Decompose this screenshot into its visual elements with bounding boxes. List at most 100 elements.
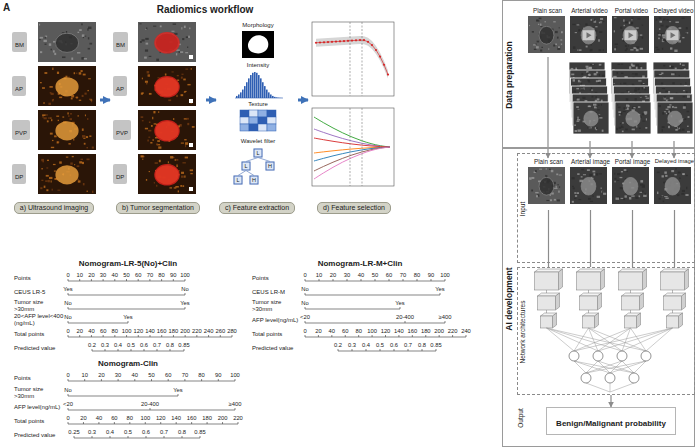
speckle	[577, 117, 578, 119]
texture-cell	[258, 117, 267, 124]
speckle	[175, 159, 176, 161]
speckle	[86, 136, 88, 138]
speckle	[639, 92, 640, 93]
speckle	[160, 25, 162, 27]
error-band	[316, 36, 388, 78]
speckle	[535, 170, 537, 172]
speckle	[589, 174, 592, 176]
axis-tick	[91, 279, 92, 281]
speckle	[181, 27, 182, 29]
speckle	[88, 37, 89, 39]
speckle	[601, 104, 602, 106]
speckle	[687, 95, 690, 97]
speckle	[181, 176, 184, 178]
histogram-bar	[242, 90, 244, 98]
speckle	[548, 48, 549, 49]
speckle	[555, 31, 558, 33]
axis-name: CEUS LR-M	[252, 289, 285, 296]
dense-link	[622, 328, 673, 351]
speckle	[39, 39, 41, 40]
axis-name: Predicted value	[14, 432, 55, 439]
histogram-bar	[254, 72, 256, 98]
image-marker	[189, 187, 193, 191]
speckle	[191, 68, 192, 69]
axis-value: 80	[198, 371, 204, 377]
speckle	[635, 98, 637, 100]
speckle	[62, 116, 64, 117]
ultrasound-image	[138, 66, 196, 106]
axis-tick	[238, 422, 239, 424]
speckle	[590, 49, 592, 51]
axis-name: AFP level(ng/mL)	[252, 317, 298, 324]
speckle	[153, 139, 154, 141]
axis-tick	[305, 293, 306, 295]
speckle	[578, 199, 581, 200]
layer-front	[577, 272, 601, 290]
section-name: Input	[519, 202, 526, 216]
speckle	[142, 92, 144, 93]
image-title: Arterial image	[571, 158, 610, 165]
speckle	[630, 22, 632, 24]
feature-label: Texture	[248, 101, 268, 108]
speckle	[682, 65, 685, 66]
speckle	[168, 161, 169, 163]
speckle	[670, 47, 672, 49]
lesion	[584, 111, 598, 126]
speckle	[185, 142, 188, 144]
speckle	[49, 43, 52, 45]
speckle	[84, 93, 86, 95]
speckle	[148, 74, 150, 76]
connector-arrow	[548, 210, 549, 267]
axis-value: 60	[165, 371, 171, 377]
speckle	[620, 27, 622, 29]
image-ground	[138, 110, 196, 150]
speckle	[677, 127, 678, 128]
texture-cell	[267, 110, 276, 117]
axis-tick	[168, 379, 169, 381]
axis-value: 20	[80, 414, 86, 420]
phase-name: AP	[15, 86, 23, 92]
axis-tick	[394, 349, 395, 351]
layer-side	[601, 269, 605, 290]
image-ground	[528, 16, 565, 53]
speckle	[578, 80, 581, 82]
speckle	[80, 159, 83, 160]
image-ground	[615, 102, 651, 134]
axis-value: 60	[386, 271, 392, 277]
layer-front	[580, 296, 598, 310]
speckle	[41, 168, 43, 169]
speckle	[659, 92, 661, 94]
speckle	[581, 88, 583, 89]
speckle	[675, 68, 677, 70]
axis-tick	[126, 335, 127, 337]
axis-tick	[138, 335, 139, 337]
speckle	[591, 96, 593, 98]
speckle	[590, 64, 592, 66]
speckle	[679, 129, 682, 131]
axis-value: 30	[115, 371, 121, 377]
axis-value: 90	[170, 271, 176, 277]
speckle	[686, 175, 688, 176]
axis-tick	[220, 335, 221, 337]
speckle	[665, 175, 667, 177]
speckle	[673, 106, 674, 108]
speckle	[576, 88, 579, 89]
axis-tick	[305, 307, 306, 309]
image-ground	[38, 154, 96, 194]
coefficient-path	[314, 129, 390, 147]
play-button	[667, 30, 679, 40]
axis-value: 100	[180, 271, 190, 277]
image-title: Plain scan	[533, 7, 562, 14]
speckle	[579, 49, 581, 50]
speckle	[614, 48, 616, 50]
neuron	[593, 351, 603, 361]
dense-link	[547, 328, 623, 351]
axis-value: 0.3	[101, 341, 109, 347]
speckle	[642, 121, 645, 122]
axis-value: 70	[147, 271, 153, 277]
workflow-step: a) Ultrasound imagingBMAPPVPDP	[8, 18, 100, 216]
speckle	[680, 83, 681, 85]
axis-tick	[68, 321, 69, 323]
speckle	[153, 111, 155, 113]
axis-tick	[366, 349, 367, 351]
